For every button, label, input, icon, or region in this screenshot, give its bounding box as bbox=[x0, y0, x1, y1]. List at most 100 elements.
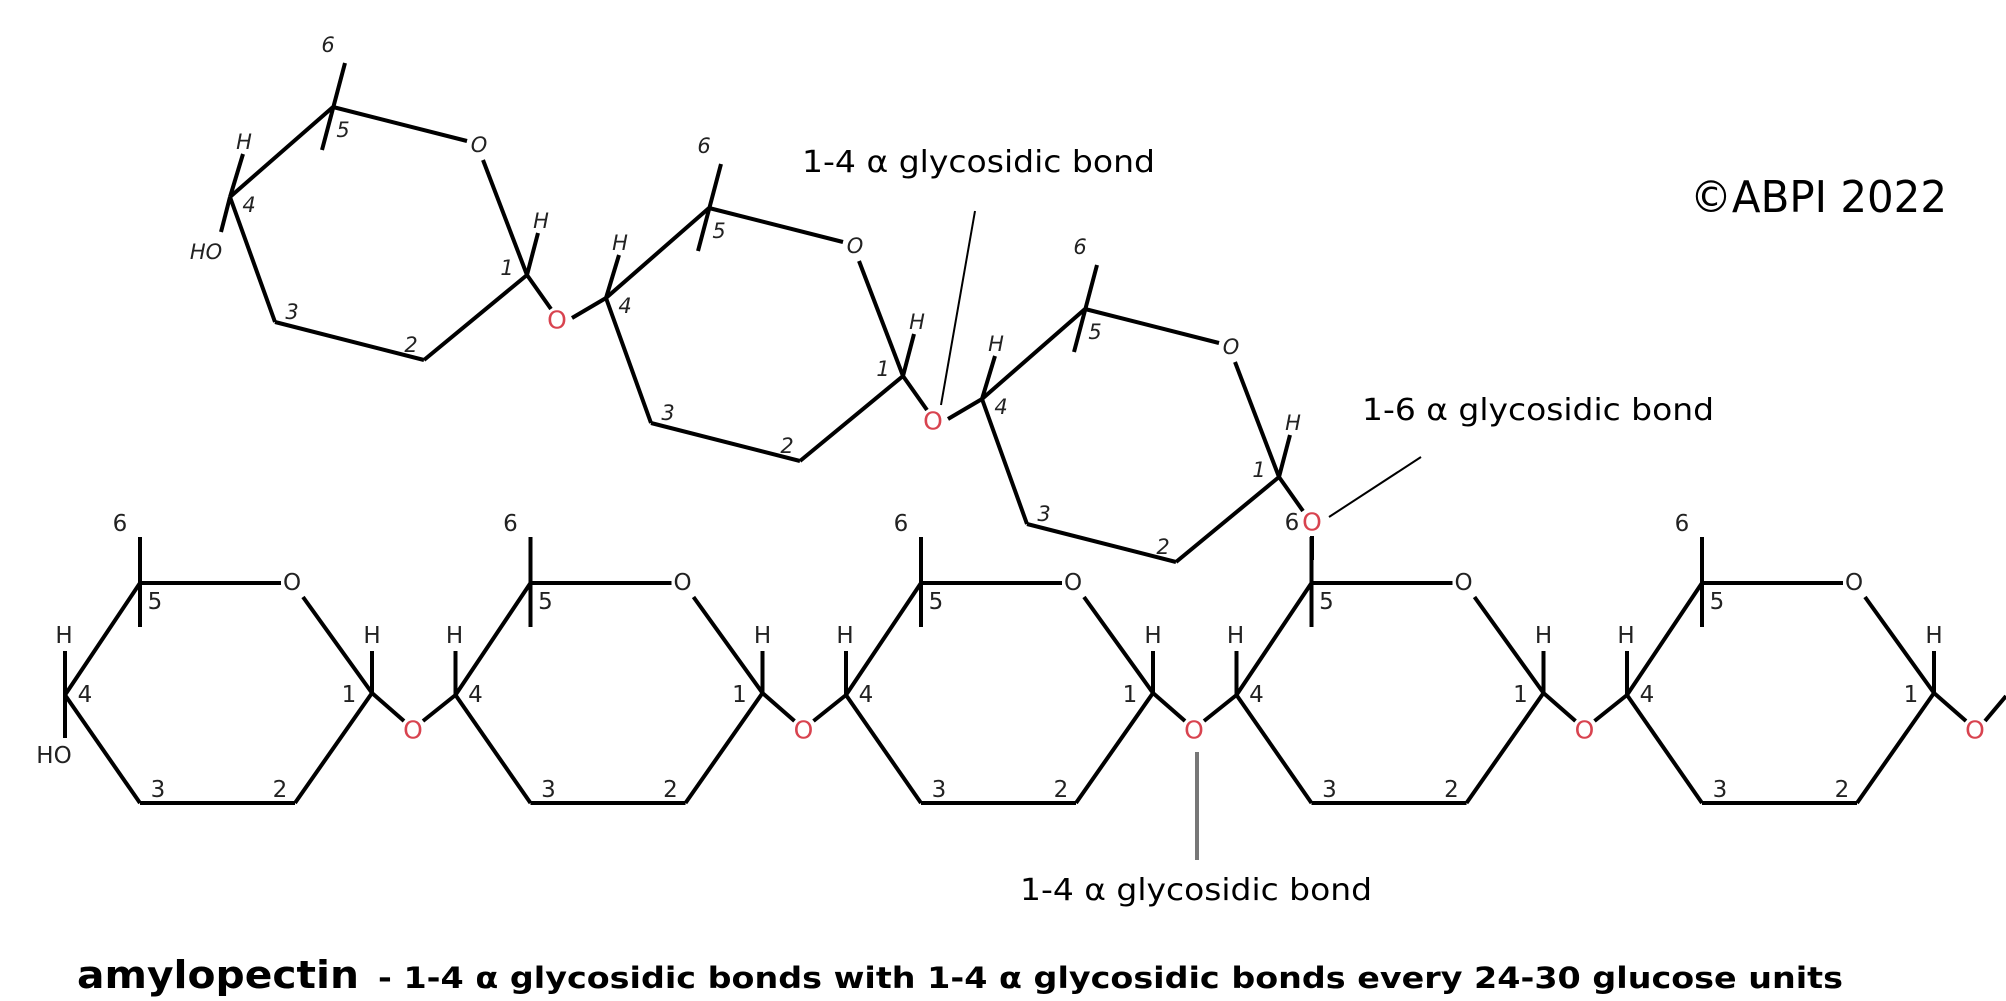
bond-bridge-o-continuation bbox=[1983, 694, 2006, 723]
bond-c4-h bbox=[604, 254, 621, 299]
bond-c4-c5 bbox=[980, 307, 1087, 401]
caption-description: - 1-4 α glycosidic bonds with 1-4 α glyc… bbox=[378, 961, 1843, 995]
bond-c4-c5 bbox=[1234, 581, 1314, 697]
carbon-6-label: 6 bbox=[113, 511, 128, 537]
bond-c1-bridge-o bbox=[901, 374, 929, 412]
bond-c3-c4 bbox=[228, 196, 277, 323]
bond-c3-c4 bbox=[980, 398, 1029, 525]
bond-c4-bridge-o bbox=[946, 397, 984, 421]
bond-c1-bridge-o bbox=[1277, 475, 1305, 513]
bond-o-c1 bbox=[1472, 595, 1546, 695]
branch-bond-pointer-line bbox=[1328, 456, 1422, 518]
bond-c1-h bbox=[1277, 434, 1292, 478]
hydrogen-label: H bbox=[1535, 623, 1552, 649]
carbon-6-label: 6 bbox=[321, 33, 334, 57]
bond-c5-o bbox=[1084, 307, 1220, 345]
carbon-4-label: 4 bbox=[242, 193, 255, 217]
hydrogen-label: H bbox=[909, 310, 925, 334]
carbon-6-label: 6 bbox=[894, 511, 909, 537]
bond-c5-c6 bbox=[1072, 264, 1099, 353]
bond-o-c1 bbox=[301, 595, 374, 695]
bond-o-c1 bbox=[1863, 595, 1936, 695]
bond-c3-c4 bbox=[63, 693, 142, 805]
bridge-oxygen-label: O bbox=[794, 716, 814, 745]
bond-o-c1 bbox=[1233, 361, 1281, 478]
bond-c4-h bbox=[980, 355, 997, 400]
bond-c5-c6 bbox=[696, 163, 723, 252]
bridge-oxygen-label: O bbox=[1184, 716, 1204, 745]
bridge-oxygen-label: O bbox=[1575, 716, 1595, 745]
ring-oxygen-label: O bbox=[1845, 570, 1863, 596]
bridge-oxygen-label: O bbox=[923, 407, 943, 436]
hydrogen-label: H bbox=[363, 623, 380, 649]
carbon-3-label: 3 bbox=[1037, 502, 1050, 526]
hydrogen-label: H bbox=[533, 209, 549, 233]
ring-oxygen-label: O bbox=[1454, 570, 1472, 596]
hydroxyl-label: HO bbox=[36, 743, 71, 769]
bond-c1-c2 bbox=[1855, 691, 1936, 805]
ring-oxygen-label: O bbox=[1064, 570, 1082, 596]
bond-c1-c2 bbox=[1174, 475, 1281, 564]
carbon-4-label: 4 bbox=[78, 682, 93, 708]
bond-o-c1 bbox=[481, 159, 529, 276]
top-bond-pointer-line bbox=[940, 210, 976, 406]
carbon-5-label: 5 bbox=[1088, 320, 1101, 344]
bond-c1-bridge-o bbox=[1932, 691, 1968, 723]
ring-oxygen-label: O bbox=[283, 570, 301, 596]
carbon-5-label: 5 bbox=[1319, 589, 1334, 615]
hydrogen-label: H bbox=[836, 623, 853, 649]
bond-c5-o bbox=[332, 105, 468, 143]
copyright-notice: ©ABPI 2022 bbox=[1690, 172, 1947, 223]
branch-carbon-6-label: 6 bbox=[1285, 510, 1300, 536]
hydrogen-label: H bbox=[1617, 623, 1634, 649]
carbon-6-label: 6 bbox=[1073, 235, 1086, 259]
bond-bridge-o-next-c4 bbox=[812, 693, 848, 723]
carbon-2-label: 2 bbox=[273, 777, 288, 803]
carbon-5-label: 5 bbox=[336, 118, 349, 142]
bond-c1-h bbox=[525, 232, 540, 276]
carbon-5-label: 5 bbox=[929, 589, 944, 615]
bond-c4-c5 bbox=[844, 581, 923, 697]
bond-o-c1 bbox=[691, 595, 765, 695]
bond-c4-c5 bbox=[453, 581, 533, 697]
bond-c2-c3 bbox=[650, 421, 801, 463]
carbon-3-label: 3 bbox=[932, 777, 947, 803]
hydrogen-label: H bbox=[988, 332, 1004, 356]
carbon-5-label: 5 bbox=[538, 589, 553, 615]
bond-c4-h bbox=[228, 153, 245, 198]
carbon-3-label: 3 bbox=[1713, 777, 1728, 803]
bond-c3-c4 bbox=[844, 693, 923, 805]
carbon-3-label: 3 bbox=[1322, 777, 1337, 803]
carbon-2-label: 2 bbox=[1444, 777, 1459, 803]
bond-c3-c4 bbox=[453, 693, 533, 805]
bond-c1-bridge-o bbox=[1542, 691, 1577, 723]
carbon-6-label: 6 bbox=[697, 134, 710, 158]
ring-oxygen-label: O bbox=[673, 570, 691, 596]
bond-c3-c4 bbox=[604, 297, 653, 424]
carbon-6-label: 6 bbox=[1675, 511, 1690, 537]
glucose-rings: HO65OH1234HO65OH1234HO65OH1234HO5OH1234H… bbox=[36, 33, 2006, 805]
hydrogen-label: H bbox=[612, 231, 628, 255]
carbon-2-label: 2 bbox=[663, 777, 678, 803]
bond-c4-c5 bbox=[604, 206, 711, 300]
bond-bridge-o-next-c4 bbox=[1593, 693, 1629, 723]
bond-c4-oh bbox=[219, 196, 232, 233]
carbon-4-label: 4 bbox=[859, 682, 874, 708]
carbon-2-label: 2 bbox=[1835, 777, 1850, 803]
carbon-1-label: 1 bbox=[876, 357, 889, 381]
hydroxyl-label: HO bbox=[190, 240, 222, 264]
carbon-4-label: 4 bbox=[1640, 682, 1655, 708]
bond-c5-o bbox=[708, 206, 844, 244]
carbon-4-label: 4 bbox=[468, 682, 483, 708]
carbon-2-label: 2 bbox=[404, 333, 417, 357]
bond-c1-bridge-o bbox=[761, 691, 796, 723]
carbon-3-label: 3 bbox=[541, 777, 556, 803]
bottom-1-4-bond-label: 1-4 α glycosidic bond bbox=[1020, 873, 1372, 908]
carbon-4-label: 4 bbox=[1249, 682, 1264, 708]
